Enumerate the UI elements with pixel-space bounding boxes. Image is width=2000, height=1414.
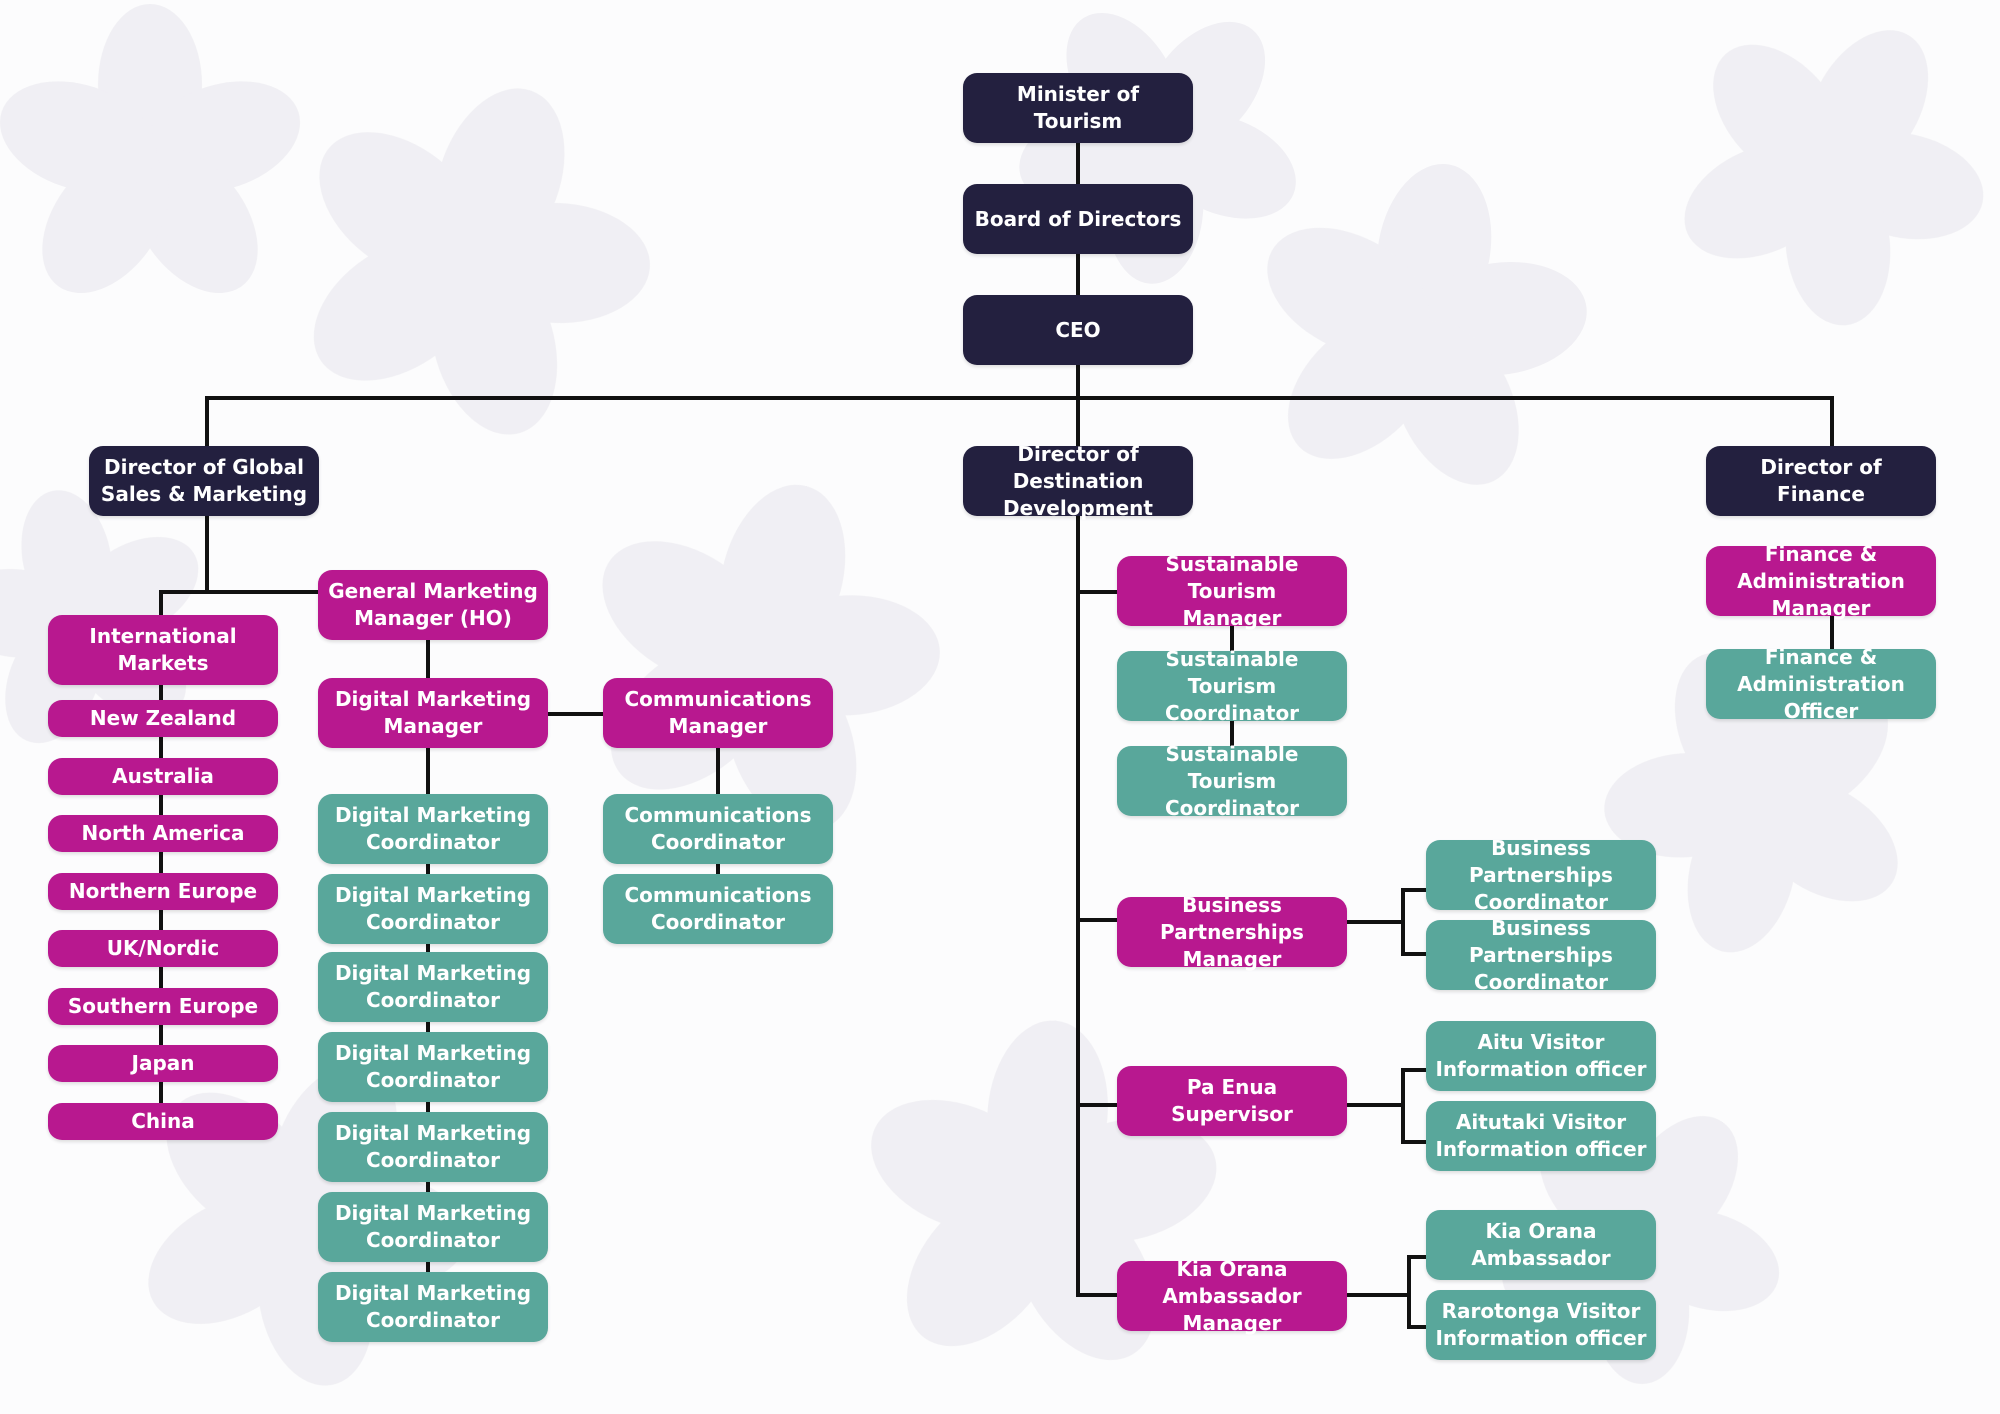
node-digital-marketing-coordinator: Digital Marketing Coordinator — [318, 952, 548, 1022]
node-pa-enua-supervisor: Pa Enua Supervisor — [1117, 1066, 1347, 1136]
node-sustainable-tourism-manager: Sustainable Tourism Manager — [1117, 552, 1347, 630]
node-finance-administration-officer: Finance & Administration Officer — [1706, 645, 1936, 723]
node-market: North America — [48, 815, 278, 852]
node-kia-orana-ambassador: Kia Orana Ambassador — [1426, 1210, 1656, 1280]
node-market: Australia — [48, 758, 278, 795]
node-digital-marketing-coordinator: Digital Marketing Coordinator — [318, 794, 548, 864]
node-international-markets: International Markets — [48, 615, 278, 685]
node-director-of-finance: Director of Finance — [1706, 446, 1936, 516]
node-sustainable-tourism-coordinator: Sustainable Tourism Coordinator — [1117, 742, 1347, 820]
node-business-partnerships-coordinator: Business Partnerships Coordinator — [1426, 916, 1656, 994]
node-board-of-directors: Board of Directors — [963, 184, 1193, 254]
node-digital-marketing-coordinator: Digital Marketing Coordinator — [318, 1032, 548, 1102]
node-digital-marketing-coordinator: Digital Marketing Coordinator — [318, 1112, 548, 1182]
node-aitutaki-visitor-information-officer: Aitutaki Visitor Information officer — [1426, 1101, 1656, 1171]
node-market: UK/Nordic — [48, 930, 278, 967]
node-communications-manager: Communications Manager — [603, 678, 833, 748]
node-sustainable-tourism-coordinator: Sustainable Tourism Coordinator — [1117, 647, 1347, 725]
node-market: Northern Europe — [48, 873, 278, 910]
node-digital-marketing-coordinator: Digital Marketing Coordinator — [318, 1272, 548, 1342]
node-communications-coordinator: Communications Coordinator — [603, 874, 833, 944]
node-finance-administration-manager: Finance & Administration Manager — [1706, 542, 1936, 620]
node-digital-marketing-coordinator: Digital Marketing Coordinator — [318, 1192, 548, 1262]
node-rarotonga-visitor-information-officer: Rarotonga Visitor Information officer — [1426, 1290, 1656, 1360]
node-director-destination-development: Director of Destination Development — [963, 442, 1193, 520]
node-business-partnerships-coordinator: Business Partnerships Coordinator — [1426, 836, 1656, 914]
node-digital-marketing-coordinator: Digital Marketing Coordinator — [318, 874, 548, 944]
node-market: Japan — [48, 1045, 278, 1082]
node-business-partnerships-manager: Business Partnerships Manager — [1117, 893, 1347, 971]
node-market: Southern Europe — [48, 988, 278, 1025]
node-general-marketing-manager: General Marketing Manager (HO) — [318, 570, 548, 640]
node-director-global-sales-marketing: Director of Global Sales & Marketing — [89, 446, 319, 516]
node-minister-of-tourism: Minister of Tourism — [963, 73, 1193, 143]
node-communications-coordinator: Communications Coordinator — [603, 794, 833, 864]
node-ceo: CEO — [963, 295, 1193, 365]
node-digital-marketing-manager: Digital Marketing Manager — [318, 678, 548, 748]
node-kia-orana-ambassador-manager: Kia Orana Ambassador Manager — [1117, 1257, 1347, 1335]
node-market: New Zealand — [48, 700, 278, 737]
node-market: China — [48, 1103, 278, 1140]
node-aitu-visitor-information-officer: Aitu Visitor Information officer — [1426, 1021, 1656, 1091]
